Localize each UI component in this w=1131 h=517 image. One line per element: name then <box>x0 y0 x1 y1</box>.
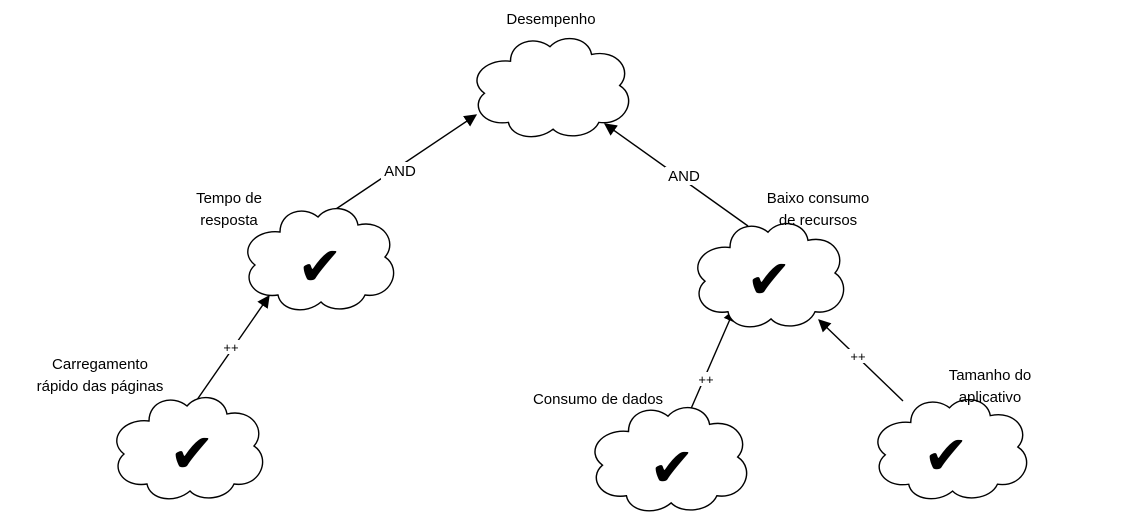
node-label-baixo-line2: de recursos <box>779 212 857 229</box>
cloud-shape <box>476 37 630 138</box>
softgoal-desempenho[interactable]: Desempenho <box>476 11 630 138</box>
softgoal-consumo-de-dados[interactable]: Consumo de dados ✔ <box>533 391 748 512</box>
satisfied-check-icon: ✔ <box>923 424 968 487</box>
edge-label-bg <box>665 167 703 185</box>
softgoal-baixo-consumo[interactable]: Baixo consumo de recursos ✔ <box>697 190 870 328</box>
node-label-carregamento-line1: Carregamento <box>52 356 148 373</box>
node-label-desempenho: Desempenho <box>506 11 595 28</box>
node-label-tamanho-line2: aplicativo <box>959 389 1022 406</box>
edge-label-tempo-desempenho: AND <box>384 163 416 180</box>
satisfied-check-icon: ✔ <box>297 235 342 298</box>
softgoal-carregamento-rapido[interactable]: Carregamento rápido das páginas ✔ <box>37 356 264 500</box>
edge-label-tamanho-baixo: ++ <box>850 349 865 364</box>
node-label-tempo-line2: resposta <box>200 212 258 229</box>
node-label-tamanho-line1: Tamanho do <box>949 367 1032 384</box>
edge-label-bg <box>381 162 419 180</box>
node-label-baixo-line1: Baixo consumo <box>767 190 870 207</box>
node-label-tempo-line1: Tempo de <box>196 190 262 207</box>
edge-label-bg <box>848 349 868 363</box>
softgoal-tempo-de-resposta[interactable]: Tempo de resposta ✔ <box>196 190 395 311</box>
satisfied-check-icon: ✔ <box>649 436 694 499</box>
edge-label-carregamento-tempo: ++ <box>223 340 238 355</box>
edge-label-bg <box>696 372 716 386</box>
node-label-carregamento-line2: rápido das páginas <box>37 378 164 395</box>
softgoal-tamanho-do-aplicativo[interactable]: Tamanho do aplicativo ✔ <box>877 367 1032 500</box>
satisfied-check-icon: ✔ <box>746 248 791 311</box>
node-label-consumo: Consumo de dados <box>533 391 663 408</box>
satisfied-check-icon: ✔ <box>169 422 214 485</box>
edge-label-bg <box>221 340 241 354</box>
edge-label-consumo-baixo: ++ <box>698 372 713 387</box>
edge-consumo-to-baixo <box>689 308 736 412</box>
edge-label-baixo-desempenho: AND <box>668 168 700 185</box>
